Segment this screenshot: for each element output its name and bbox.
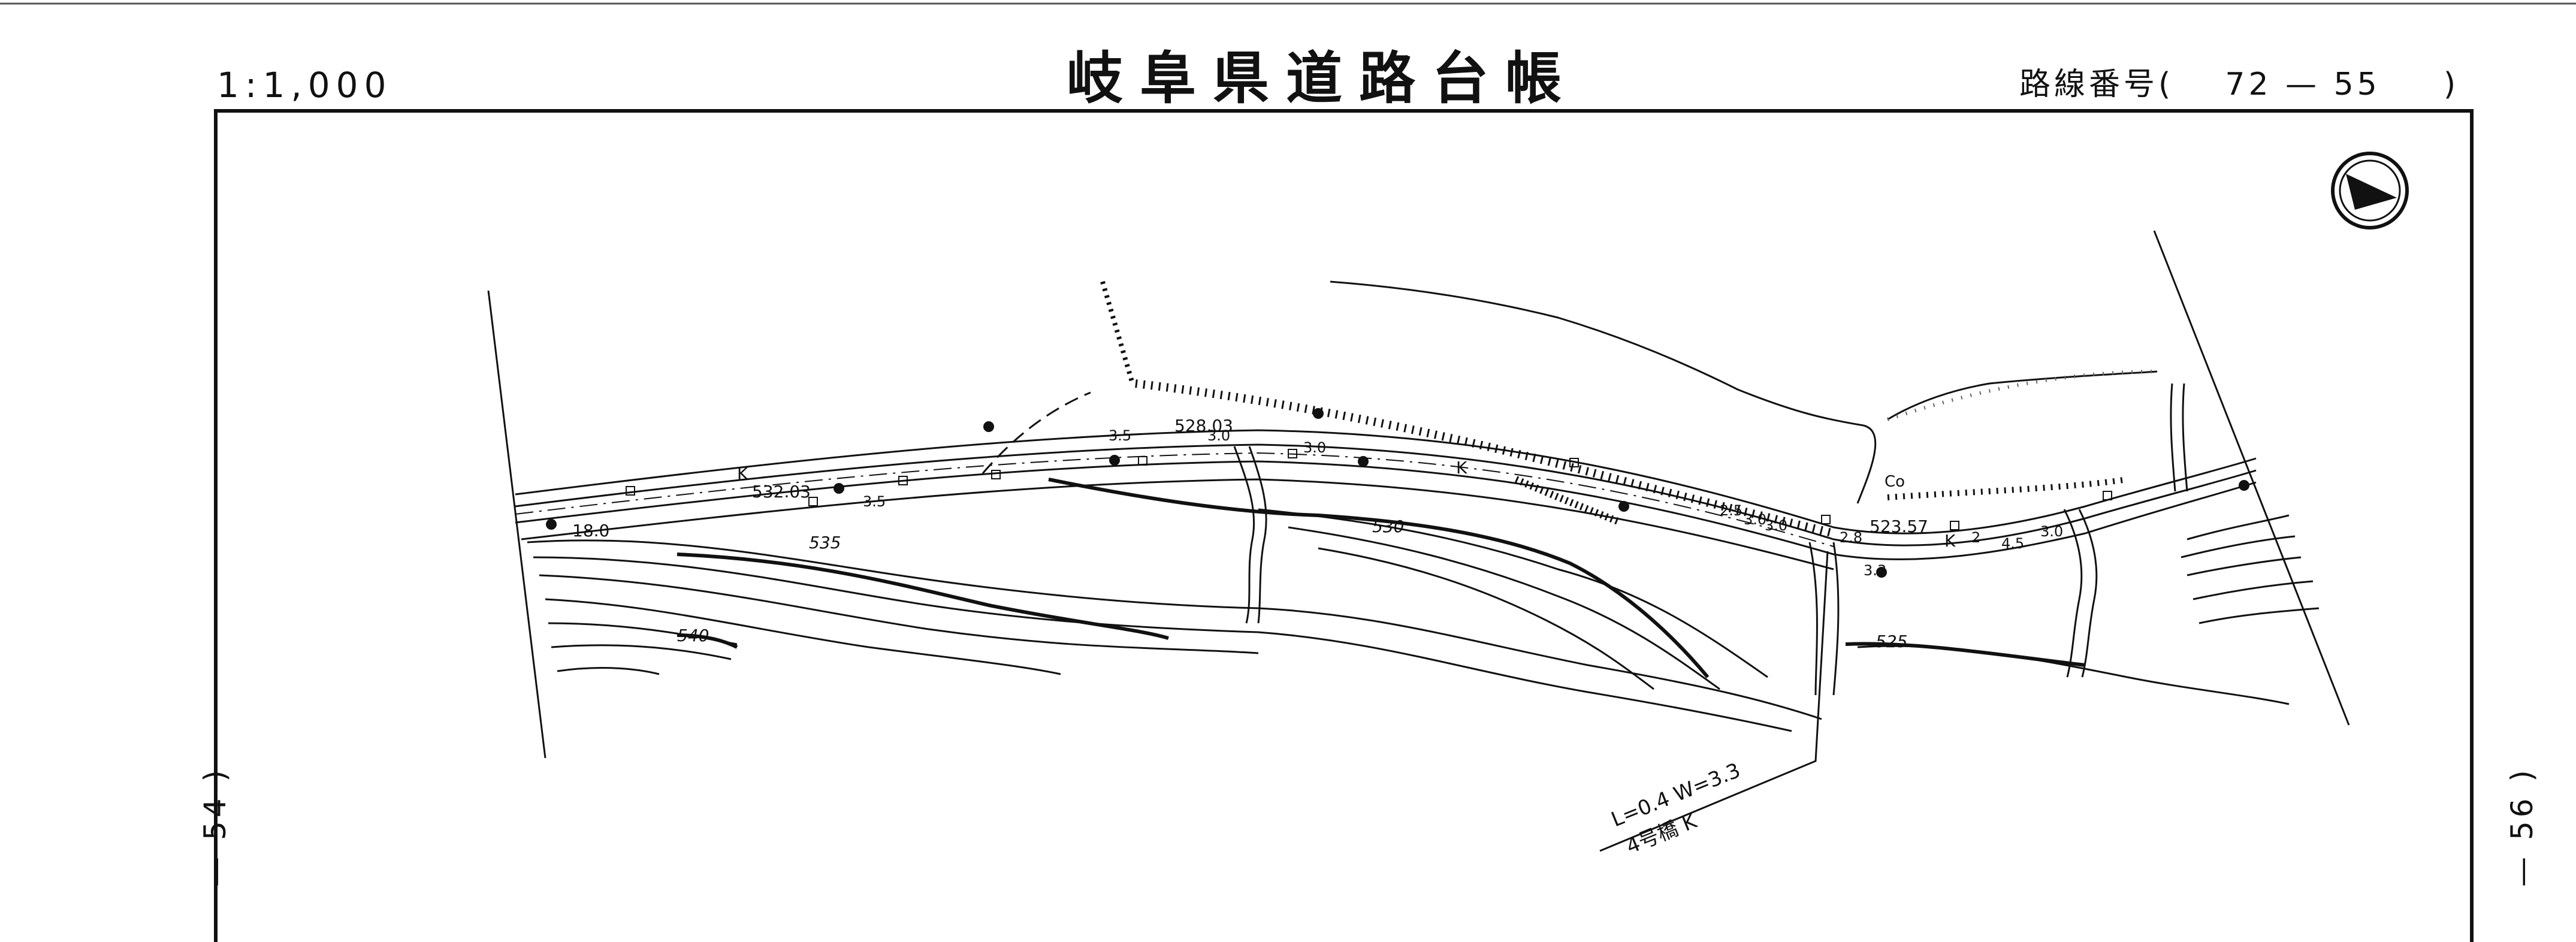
route-label: 路線番号( — [2019, 67, 2175, 102]
contour-label: 530 — [1372, 517, 1404, 536]
width-label: 3.0 — [1207, 427, 1230, 444]
elevation-label: 528.03 — [1174, 416, 1233, 436]
route-close: ) — [2443, 67, 2460, 102]
width-label: 3.3 — [1864, 562, 1886, 579]
pavement-mark: K — [737, 464, 748, 484]
width-label: 2 — [1971, 529, 1980, 546]
pavement-mark: K — [1456, 458, 1467, 478]
route-value: 72 — 55 — [2225, 67, 2381, 102]
pavement-mark: K — [1944, 531, 1956, 551]
elevation-label: 18.0 — [572, 521, 609, 541]
width-label: 3.5 — [863, 493, 886, 510]
width-label: 3.0 — [1744, 511, 1766, 528]
width-label: 2.5 — [1720, 502, 1743, 519]
width-label: 3.0 — [1765, 517, 1787, 534]
contour-label: 540 — [677, 626, 709, 645]
map-frame — [214, 109, 2474, 942]
page-title: 岐阜県道路台帳 — [1067, 46, 1579, 111]
route-number: 路線番号( 72 — 55 ) — [2019, 59, 2459, 104]
width-label: 4.5 — [2001, 535, 2024, 552]
north-arrow-icon — [2331, 152, 2409, 230]
map-scale: 1:1,000 — [217, 65, 392, 105]
elevation-label: 523.57 — [1870, 517, 1928, 536]
contours — [527, 508, 2320, 732]
boundary-right — [2153, 230, 2350, 726]
width-label: 3.0 — [1303, 439, 1326, 456]
boundary-left — [487, 290, 546, 759]
width-label: 3.5 — [1109, 427, 1131, 444]
terrain-upper — [982, 280, 2188, 678]
contour-label: 535 — [809, 533, 841, 552]
contour-label: 525 — [1876, 632, 1907, 651]
elevation-label: 532.03 — [752, 482, 811, 502]
bridge-culvert — [1599, 542, 1840, 852]
width-label: 2.8 — [1840, 529, 1862, 546]
width-label: 3.0 — [2040, 523, 2063, 540]
culvert-mark: Co — [1885, 473, 1905, 491]
